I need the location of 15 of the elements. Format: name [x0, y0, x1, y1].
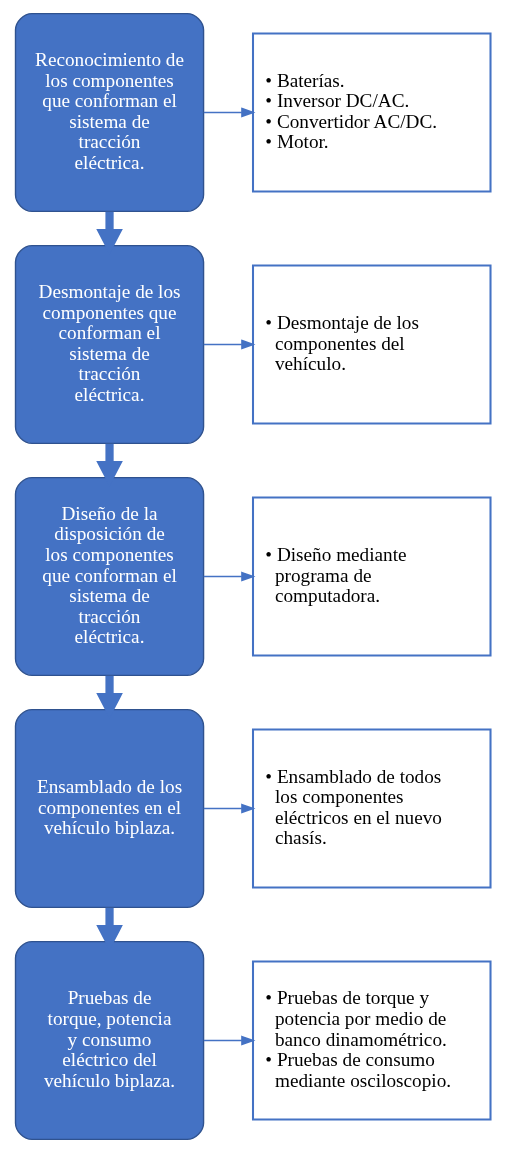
arrow	[202, 803, 255, 814]
node-box: Pruebas de torque, potencia y consumo eléctrico del vehículo biplaza.	[14, 941, 204, 1141]
node-box: Diseño de la disposición de los componentes que conforman el sistema de tracción eléctrica.	[14, 476, 204, 677]
node-box: Reconocimiento de los componentes que conforman el sistema de tracción eléctrica.	[14, 12, 204, 212]
node-box: Ensamblado de los componentes en el vehículo biplaza.	[14, 709, 204, 909]
arrow	[202, 571, 255, 582]
node-box: • Baterías. • Inversor DC/AC. • Convertidor AC/DC. • Motor.	[251, 32, 492, 193]
arrow	[202, 339, 255, 350]
node-box: • Diseño mediante programa de computadora.	[251, 496, 492, 657]
arrow	[202, 1035, 255, 1046]
node-box: Desmontaje de los componentes que conforman el sistema de tracción eléctrica.	[14, 244, 204, 444]
node-box: • Desmontaje de los componentes del vehículo.	[251, 264, 492, 425]
node-box: • Ensamblado de todos los componentes eléctricos en el nuevo chasís.	[251, 728, 492, 889]
node-box: • Pruebas de torque y potencia por medio de banco dinamométrico. • Pruebas de consumo mediante osciloscopio.	[251, 960, 492, 1121]
arrow	[202, 107, 255, 118]
